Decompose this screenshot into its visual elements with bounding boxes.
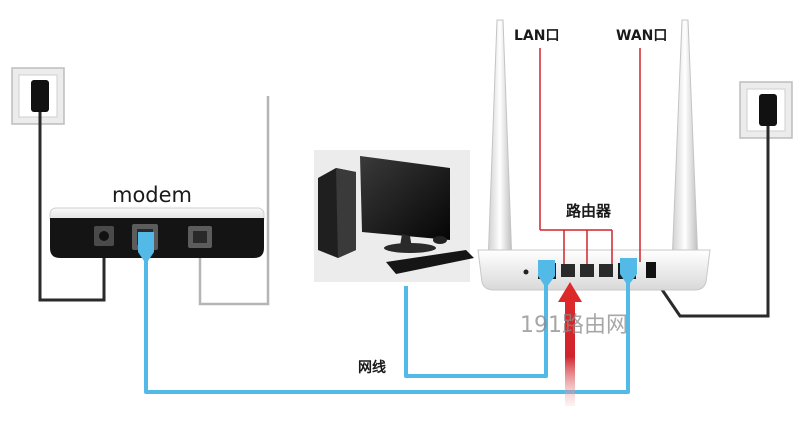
modem-device [49,207,265,258]
router-lan-port-2 [580,264,594,277]
lan-port-label: LAN口 [514,28,559,44]
modem-aux-cable [198,96,270,306]
modem-label: modem [112,183,192,207]
power-adapter-icon [31,80,49,112]
watermark: 191路由网 [520,313,628,338]
router-antenna-right [671,19,699,265]
modem-power-cable [38,112,106,302]
up-arrow-icon [558,282,582,406]
router-lan-port-3 [599,264,613,277]
router-antenna-left [487,19,513,265]
wall-socket-right [739,81,793,139]
desktop-computer-icon [314,150,474,282]
router-power-cable [648,126,770,318]
wan-port-label: WAN口 [616,28,667,44]
network-cables [144,250,630,394]
network-cable-label: 网线 [358,359,386,376]
port-pointer-lines [539,48,641,264]
router-device [477,249,711,291]
power-adapter-icon [759,94,777,126]
wall-socket-left [11,67,65,125]
cable-plugs [138,232,637,288]
router-lan-port-1 [561,264,575,277]
router-power-port [646,262,656,278]
router-label: 路由器 [566,202,612,220]
